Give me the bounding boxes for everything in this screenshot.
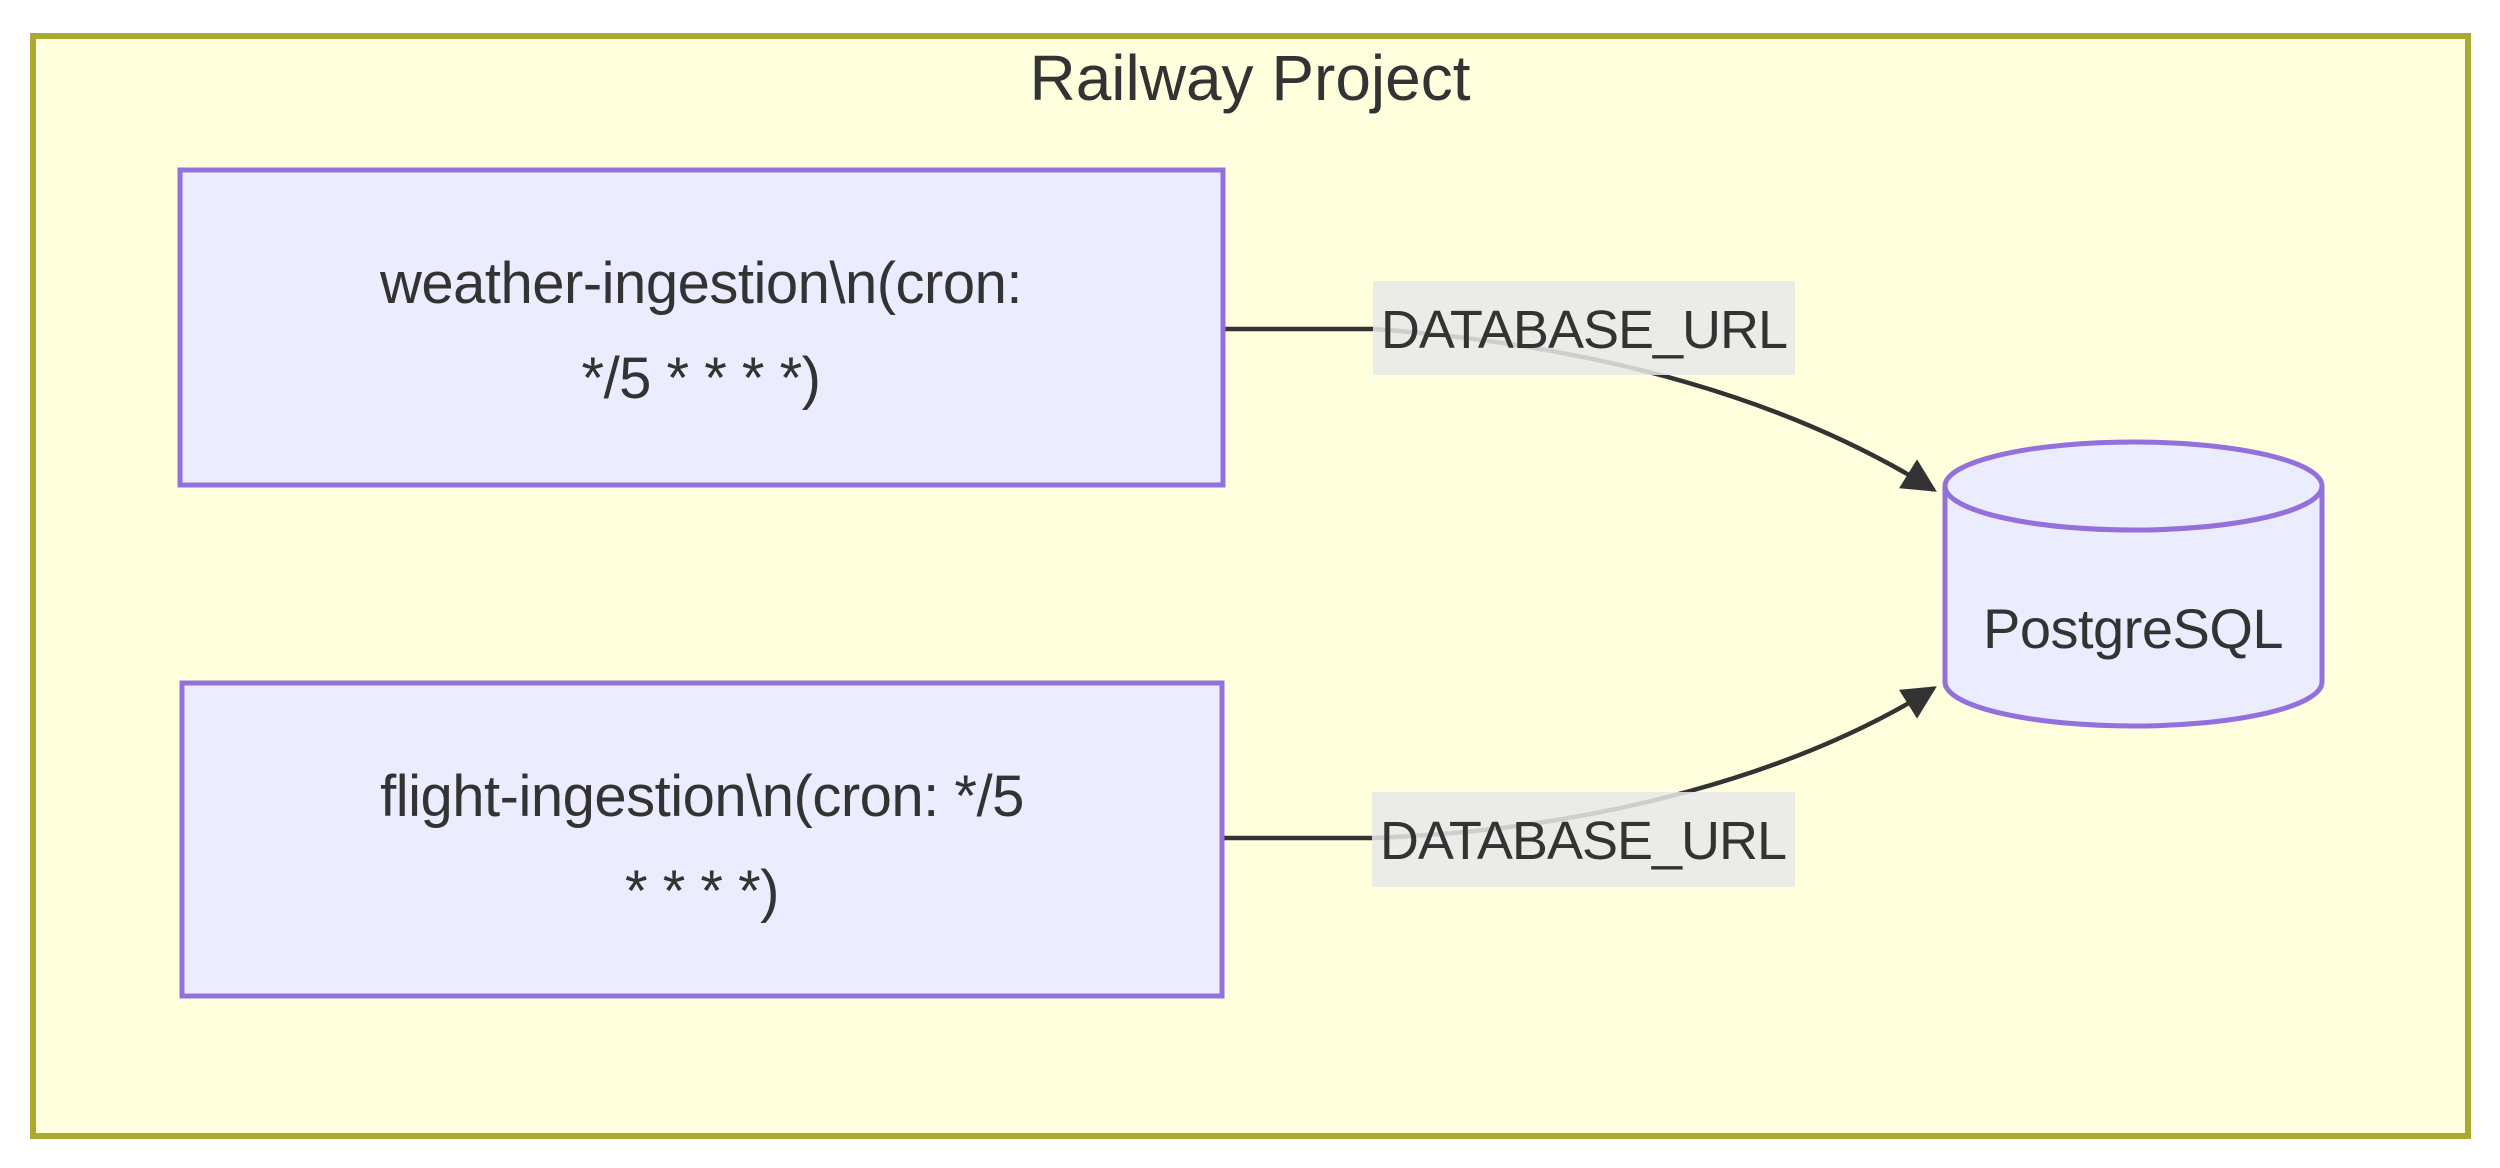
edge-label-bg	[1372, 792, 1795, 887]
edge-label-flight-database-url: DATABASE_URL	[1380, 811, 1786, 871]
weather-ingestion-node	[177, 167, 1226, 488]
flight-ingestion-label-line2: * * * *)	[625, 859, 779, 924]
weather-ingestion-label-line1: weather-ingestion\n(cron:	[379, 251, 1022, 316]
edge-label-weather-database-url: DATABASE_URL	[1381, 300, 1787, 360]
postgresql-label: PostgreSQL	[1983, 597, 2283, 660]
weather-ingestion-label-line2: */5 * * * *)	[582, 346, 821, 411]
subgraph-title: Railway Project	[1029, 42, 1470, 114]
edge-label-bg	[1373, 281, 1795, 375]
flight-ingestion-node	[179, 680, 1225, 999]
flight-ingestion-label-line1: flight-ingestion\n(cron: */5	[380, 764, 1024, 829]
postgresql-cylinder-top	[1942, 439, 2325, 533]
